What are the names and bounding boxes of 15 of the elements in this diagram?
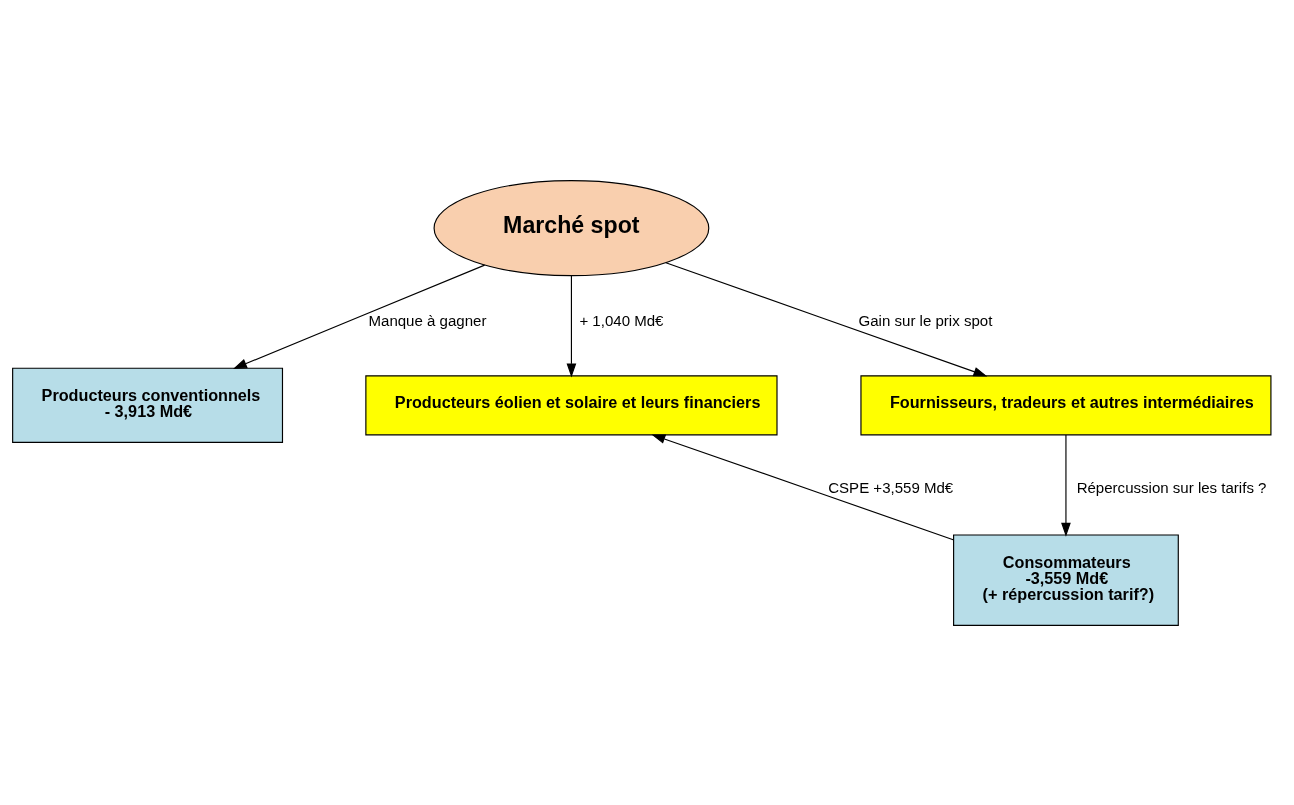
edge-label: Gain sur le prix spot — [858, 311, 993, 329]
arrow — [1061, 433, 1071, 537]
edge-label: + 1,040 Md€ — [579, 311, 664, 329]
arrow — [665, 261, 988, 376]
node-box: Producteurs conventionnels - 3,913 Md€ — [12, 367, 284, 443]
edge-label: CSPE +3,559 Md€ — [828, 478, 954, 496]
arrow — [651, 433, 954, 540]
edge-label: Répercussion sur les tarifs ? — [1076, 478, 1267, 496]
edge-label: Manque à gagner — [368, 311, 487, 329]
node-box: Consommateurs -3,559 Md€ (+ répercussion tarif?) — [953, 533, 1179, 626]
arrow — [566, 274, 577, 377]
node-ellipse: Marché spot — [433, 179, 710, 276]
node-box: Producteurs éolien et solaire et leurs financiers — [365, 374, 778, 435]
arrow — [233, 264, 486, 369]
node-box: Fournisseurs, tradeurs et autres intermédiaires — [860, 374, 1272, 435]
